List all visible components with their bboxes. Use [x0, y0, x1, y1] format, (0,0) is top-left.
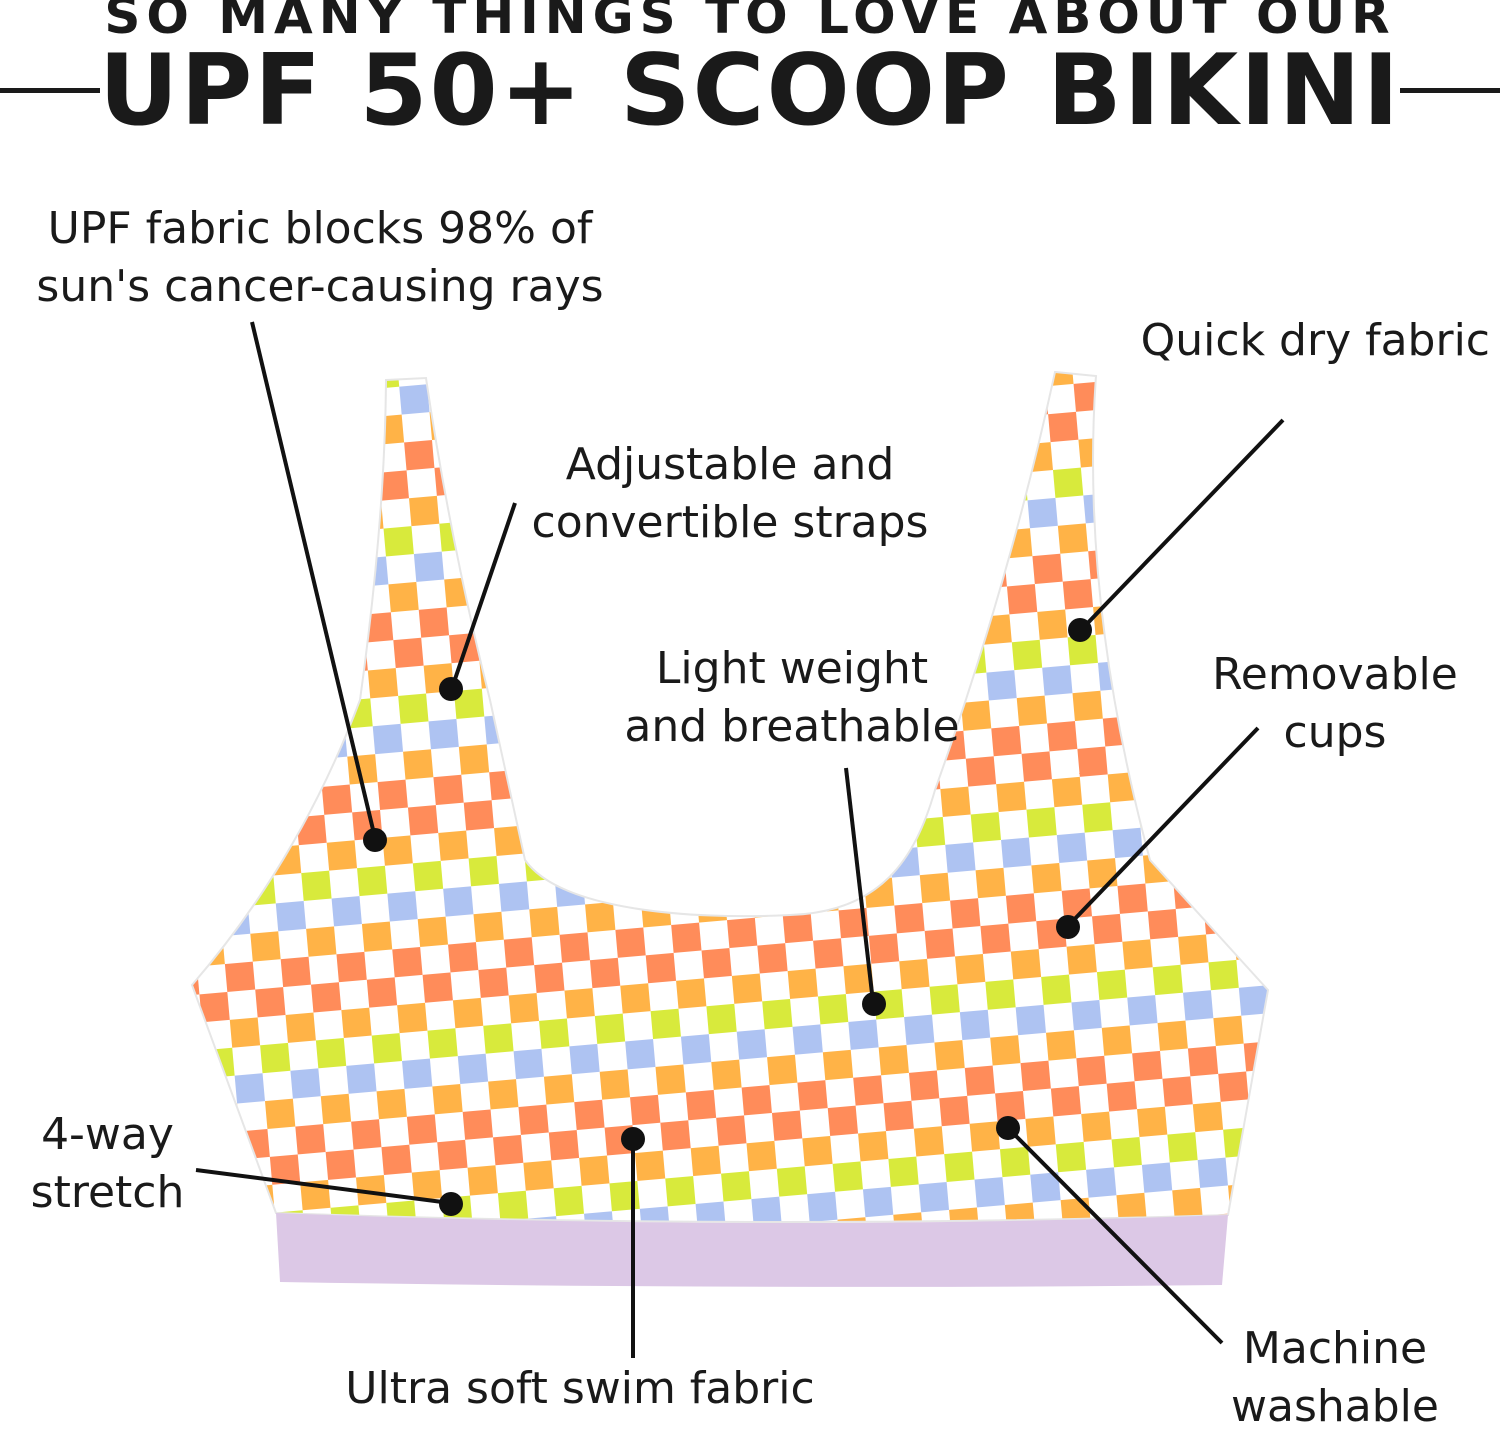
callout-light-line1: Light weight — [655, 643, 929, 694]
callout-quick-dry: Quick dry fabric — [1110, 312, 1490, 370]
dot-quick-dry — [1068, 618, 1092, 642]
headline-rule-left — [0, 88, 100, 93]
dot-soft — [621, 1127, 645, 1151]
callout-straps: Adjustable and convertible straps — [520, 436, 940, 552]
callout-stretch-line1: 4-way — [41, 1109, 174, 1160]
callout-cups-line1: Removable — [1212, 649, 1458, 700]
leader-washable — [1006, 1126, 1224, 1345]
leader-quick-dry — [1079, 418, 1285, 632]
callout-light: Light weight and breathable — [612, 640, 972, 756]
callout-stretch: 4-way stretch — [20, 1106, 195, 1222]
callout-washable: Machine washable — [1210, 1320, 1460, 1436]
dot-washable — [996, 1116, 1020, 1140]
leader-upf — [250, 321, 377, 839]
leader-straps — [450, 502, 517, 689]
callout-soft-line1: Ultra soft swim fabric — [345, 1363, 815, 1414]
leader-cups — [1066, 726, 1260, 928]
callout-quick-dry-line1: Quick dry fabric — [1140, 315, 1490, 366]
callout-soft: Ultra soft swim fabric — [330, 1360, 830, 1418]
callout-lines — [195, 321, 1285, 1358]
callout-upf-line1: UPF fabric blocks 98% of — [47, 203, 593, 254]
headline-top: SO MANY THINGS TO LOVE ABOUT OUR — [104, 0, 1396, 45]
callout-upf: UPF fabric blocks 98% of sun's cancer-ca… — [30, 200, 610, 316]
dot-upf — [363, 828, 387, 852]
callout-straps-line1: Adjustable and — [565, 439, 895, 490]
callout-stretch-line2: stretch — [30, 1167, 185, 1218]
dot-cups — [1056, 915, 1080, 939]
callout-washable-line2: washable — [1231, 1381, 1439, 1432]
bikini-top-body — [190, 370, 1270, 1224]
callout-upf-line2: sun's cancer-causing rays — [36, 261, 604, 312]
leader-stretch — [195, 1168, 451, 1205]
dot-light — [862, 992, 886, 1016]
callout-light-line2: and breathable — [624, 701, 960, 752]
callout-dots — [363, 618, 1092, 1216]
headline-main: UPF 50+ SCOOP BIKINI — [98, 34, 1402, 148]
bikini-top-band — [276, 1213, 1228, 1287]
callout-cups: Removable cups — [1200, 646, 1470, 762]
callout-straps-line2: convertible straps — [531, 497, 929, 548]
dot-stretch — [439, 1192, 463, 1216]
dot-straps — [439, 677, 463, 701]
callout-cups-line2: cups — [1283, 707, 1387, 758]
headline-rule-right — [1400, 88, 1500, 93]
leader-light — [844, 767, 875, 1003]
callout-washable-line1: Machine — [1242, 1323, 1428, 1374]
